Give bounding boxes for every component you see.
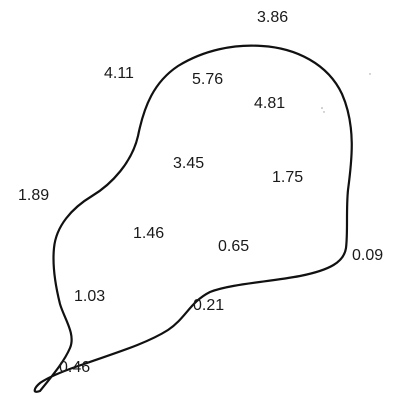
speck-mark (323, 111, 325, 113)
inside-value-label: 1.46 (133, 225, 164, 242)
inside-value-label: 1.75 (272, 169, 303, 186)
speck-mark (369, 73, 371, 75)
inside-value-label: 0.46 (59, 359, 90, 376)
inside-value-label: 5.76 (192, 71, 223, 88)
inside-value-label: 4.81 (254, 95, 285, 112)
inside-value-label: 0.65 (218, 238, 249, 255)
inside-value-label: 3.45 (173, 155, 204, 172)
outside-value-label: 3.86 (257, 9, 288, 26)
outside-value-label: 0.09 (352, 247, 383, 264)
outside-value-label: 4.11 (104, 65, 134, 82)
outside-value-label: 1.89 (18, 187, 49, 204)
inside-value-label: 1.03 (74, 288, 105, 305)
speck-mark (321, 107, 323, 109)
outside-value-label: 0.21 (193, 297, 224, 314)
region-outline (33, 44, 353, 393)
